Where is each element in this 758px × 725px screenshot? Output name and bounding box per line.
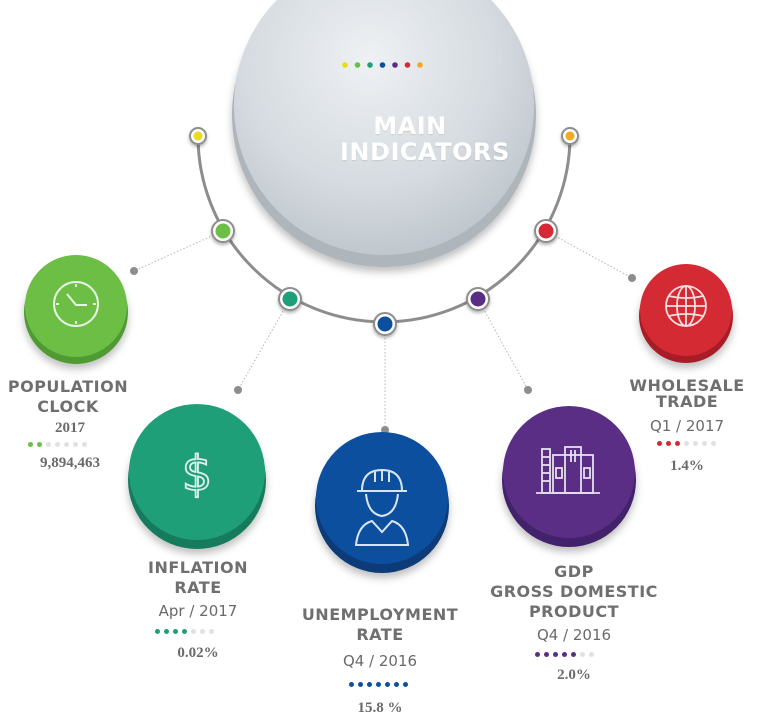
progress-dot — [164, 629, 169, 634]
unemployment-label-line-1: UNEMPLOYMENT — [301, 605, 459, 624]
wholesale-label-line-1: WHOLESALE — [629, 376, 745, 395]
progress-dot — [55, 442, 60, 447]
progress-dot — [82, 442, 87, 447]
dotted-connectors — [133, 230, 633, 430]
progress-dot — [403, 682, 408, 687]
progress-dot — [657, 441, 662, 446]
population-value: 9,894,463 — [40, 455, 100, 471]
gdp-value: 2.0% — [557, 667, 591, 683]
title-dot — [417, 62, 423, 68]
progress-dot — [693, 441, 698, 446]
inflation-progress — [155, 629, 218, 637]
progress-dot — [376, 682, 381, 687]
title-dots — [342, 62, 423, 68]
progress-dot — [562, 652, 567, 657]
worker-icon — [354, 468, 410, 546]
progress-dot — [358, 682, 363, 687]
inflation-value: 0.02% — [177, 645, 219, 661]
unemployment-value: 15.8 % — [357, 700, 403, 716]
gdp-progress — [535, 652, 598, 660]
progress-dot — [37, 442, 42, 447]
main-circle — [232, 0, 536, 267]
title-dot — [379, 62, 386, 68]
progress-dot — [571, 652, 576, 657]
unemployment-label: UNEMPLOYMENT RATE — [290, 605, 470, 645]
gdp-label-line-2: GROSS DOMESTIC — [490, 582, 658, 601]
clock-icon — [53, 281, 99, 327]
progress-dot — [675, 441, 680, 446]
arc-node — [211, 219, 235, 243]
arc-node — [278, 287, 302, 311]
wholesale-progress — [657, 441, 720, 449]
progress-dot — [385, 682, 390, 687]
wholesale-period: Q1 / 2017 — [649, 417, 725, 435]
title-dot — [342, 62, 348, 68]
population-label: POPULATION CLOCK — [0, 377, 138, 417]
progress-dot — [155, 629, 160, 634]
progress-dot — [73, 442, 78, 447]
progress-dot — [544, 652, 549, 657]
circle-inflation: $ — [128, 404, 266, 549]
progress-dot — [349, 682, 354, 687]
arc-node — [189, 127, 207, 145]
gdp-label: GDP GROSS DOMESTIC PRODUCT — [474, 562, 674, 622]
progress-dot — [553, 652, 558, 657]
progress-dot — [589, 652, 594, 657]
population-label-line-2: CLOCK — [37, 397, 99, 416]
progress-dot — [684, 441, 689, 446]
arc-node — [373, 312, 397, 336]
wholesale-label-line-2: TRADE — [655, 392, 719, 411]
inflation-period: Apr / 2017 — [158, 602, 238, 620]
progress-dot — [182, 629, 187, 634]
progress-dot — [200, 629, 205, 634]
unemployment-label-line-2: RATE — [356, 625, 404, 644]
progress-dot — [666, 441, 671, 446]
circle-population — [24, 255, 128, 364]
progress-dot — [702, 441, 707, 446]
wholesale-label: WHOLESALE TRADE — [622, 378, 752, 410]
circle-unemployment — [315, 432, 449, 573]
connector-end-dots — [130, 267, 636, 434]
dollar-icon: $ — [182, 446, 213, 502]
main-title-line-2: INDICATORS — [340, 138, 510, 166]
title-dot — [367, 62, 373, 68]
progress-dot — [367, 682, 372, 687]
unemployment-period: Q4 / 2016 — [342, 652, 418, 670]
globe-icon — [665, 285, 707, 327]
gdp-period: Q4 / 2016 — [536, 626, 612, 644]
progress-dot — [64, 442, 69, 447]
progress-dot — [394, 682, 399, 687]
population-period: 2017 — [55, 420, 85, 436]
inflation-label-line-2: RATE — [174, 578, 222, 597]
progress-dot — [535, 652, 540, 657]
wholesale-value: 1.4% — [670, 458, 704, 474]
gdp-label-line-3: PRODUCT — [528, 602, 620, 621]
population-label-line-1: POPULATION — [7, 377, 129, 396]
arc-node — [534, 219, 558, 243]
progress-dot — [46, 442, 51, 447]
progress-dot — [173, 629, 178, 634]
progress-dot — [191, 629, 196, 634]
circle-gdp — [502, 406, 636, 547]
gdp-label-line-1: GDP — [554, 562, 594, 581]
title-dot — [354, 62, 361, 68]
arc-node — [561, 127, 579, 145]
factory-icon — [536, 446, 600, 494]
title-dot — [404, 62, 411, 68]
arc-node — [466, 287, 490, 311]
progress-dot — [209, 629, 214, 634]
main-title-line-1: MAIN — [373, 112, 447, 140]
inflation-label-line-1: INFLATION — [148, 558, 248, 577]
progress-dot — [28, 442, 33, 447]
title-dot — [392, 62, 398, 68]
progress-dot — [580, 652, 585, 657]
progress-dot — [711, 441, 716, 446]
arc-nodes — [189, 127, 579, 336]
circle-wholesale — [639, 264, 733, 363]
inflation-label: INFLATION RATE — [128, 558, 268, 598]
population-progress — [28, 442, 91, 450]
main-title: MAIN INDICATORS — [340, 112, 510, 166]
unemployment-progress — [349, 682, 412, 690]
